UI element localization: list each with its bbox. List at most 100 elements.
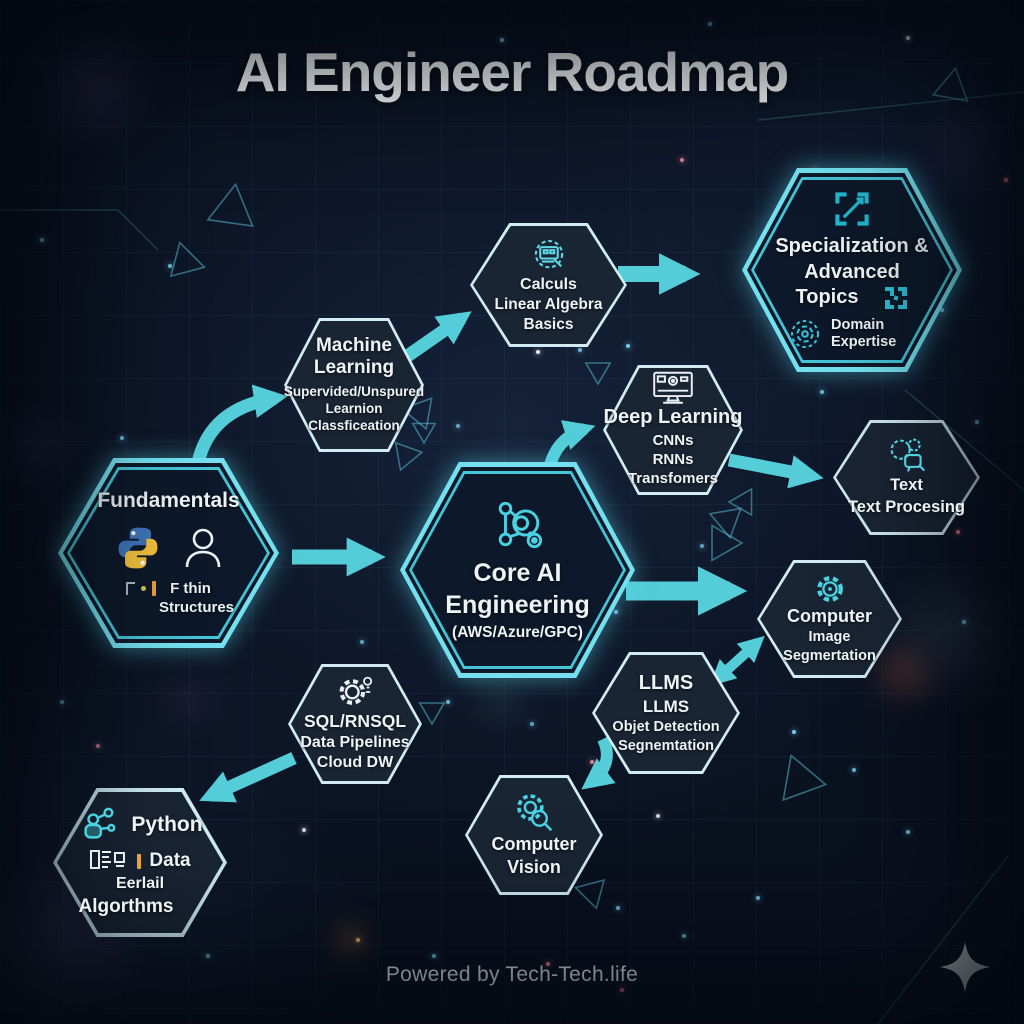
person-icon	[180, 526, 226, 570]
tool-mark-icon	[126, 582, 136, 596]
node-title: Machine Learning	[313, 335, 395, 379]
calculator-gear-icon	[528, 235, 570, 275]
decor-dot	[590, 760, 594, 764]
expand-bracket-icon	[831, 188, 873, 230]
decor-dot	[60, 700, 64, 704]
decor-dot	[975, 420, 979, 424]
decor-dot	[530, 722, 534, 726]
node-calculus: Calculs Linear Algebra Basics	[470, 223, 627, 347]
node-line: Segnemtation	[618, 737, 714, 754]
node-line: Structures	[158, 599, 235, 617]
node-line: SQL/RNSQL	[303, 711, 407, 732]
node-fundamentals: Fundamentals	[58, 458, 279, 648]
decor-dot	[616, 906, 620, 910]
node-line: Objet Detection	[612, 719, 720, 736]
node-line: LLMS	[642, 697, 690, 717]
person-network-icon	[77, 806, 119, 844]
bokeh-glow	[0, 400, 82, 492]
sparkle-icon	[936, 938, 994, 996]
bokeh-glow	[905, 95, 1015, 205]
decor-dot	[168, 264, 172, 268]
node-title: Fundamentals	[97, 489, 240, 513]
gear-magnifier-icon	[511, 791, 557, 833]
gear-icon	[814, 573, 846, 605]
text-processing-icon	[886, 437, 928, 475]
bokeh-glow	[324, 914, 376, 966]
monitor-icon	[651, 371, 695, 405]
node-machine-learning: Machine Learning Supervided/Unspured Lea…	[284, 318, 424, 452]
node-specialization: Specialization & Advanced Topics	[742, 168, 962, 372]
node-computer-image-segmentation: Computer Image Segmertation	[757, 560, 902, 678]
decor-dot	[614, 610, 618, 614]
hex-fill	[595, 655, 737, 771]
node-core-ai-engineering: Core AI Engineering (AWS/Azure/GPC)	[400, 462, 635, 678]
decor-dot	[456, 424, 460, 428]
decor-dot	[906, 36, 910, 40]
node-title: Deep Learning	[603, 406, 743, 429]
node-title-line: Specialization &	[775, 235, 929, 258]
node-line: Basics	[523, 316, 574, 334]
node-deep-learning: Deep Learning CNNs RNNs Transfomers	[603, 365, 743, 495]
node-title: Computer	[787, 605, 872, 626]
decor-dot	[360, 640, 364, 644]
decor-dot	[680, 158, 684, 162]
decor-dot	[626, 344, 630, 348]
bokeh-glow	[150, 660, 230, 740]
page-title: AI Engineer Roadmap	[235, 41, 789, 103]
node-title: LLMS	[638, 671, 694, 694]
tool-mark-icon	[137, 853, 142, 869]
decor-dot	[940, 308, 944, 312]
decor-dot	[792, 730, 796, 734]
node-line: Text Procesing	[847, 497, 966, 516]
node-line: Eerlail	[115, 875, 165, 893]
decor-dot	[820, 390, 824, 394]
node-line: Data	[149, 849, 191, 871]
decor-dot	[962, 620, 966, 624]
node-line: Linear Algebra	[494, 296, 603, 314]
decor-dot	[500, 38, 504, 42]
node-line: Transfomers	[627, 470, 719, 488]
node-python-data-algorithms: Python Data Eerlail Algorthms	[53, 788, 227, 937]
decor-dot	[682, 934, 686, 938]
decor-dot	[578, 348, 582, 352]
decor-dot	[446, 700, 450, 704]
decor-dot	[302, 828, 306, 832]
node-line: F thin	[170, 580, 211, 598]
footer-credit: Powered by Tech-Tech.life	[385, 963, 639, 986]
node-line: Supervided/Unspured	[283, 383, 425, 399]
node-line: Vision	[507, 857, 561, 877]
decor-dot	[852, 768, 856, 772]
glyph-blocks-icon	[89, 848, 129, 874]
node-computer-vision: Computer Vision	[465, 775, 603, 895]
decor-dot	[1004, 178, 1008, 182]
node-title-line: Advanced	[804, 260, 900, 283]
decor-dot	[356, 938, 360, 942]
decor-dot	[40, 238, 44, 242]
node-text-processing: Text Text Procesing	[833, 420, 980, 535]
domain-gear-icon	[787, 316, 823, 352]
tool-mark-icon	[141, 586, 147, 592]
decor-dot	[546, 962, 550, 966]
node-line: Learnion	[325, 401, 383, 417]
python-logo	[112, 523, 164, 573]
decor-dot	[536, 350, 540, 354]
gear-white-icon	[335, 674, 375, 710]
decor-dot	[708, 22, 712, 26]
decor-dot	[656, 814, 660, 818]
decor-dot	[432, 954, 436, 958]
node-line: Classficeation	[308, 418, 400, 434]
decor-dot	[906, 830, 910, 834]
decor-dot	[206, 954, 210, 958]
decor-dot	[620, 988, 624, 992]
decor-dot	[756, 896, 760, 900]
node-title-line: Topics	[795, 286, 859, 309]
bokeh-glow	[875, 560, 1024, 710]
node-line: Calculs	[520, 275, 577, 293]
hex-fill	[287, 321, 421, 449]
decor-dot	[700, 544, 704, 548]
node-line: Cloud DW	[316, 754, 394, 772]
node-line: RNNs	[652, 451, 694, 469]
node-line: Computer	[491, 833, 577, 854]
node-title: Python	[131, 812, 203, 836]
